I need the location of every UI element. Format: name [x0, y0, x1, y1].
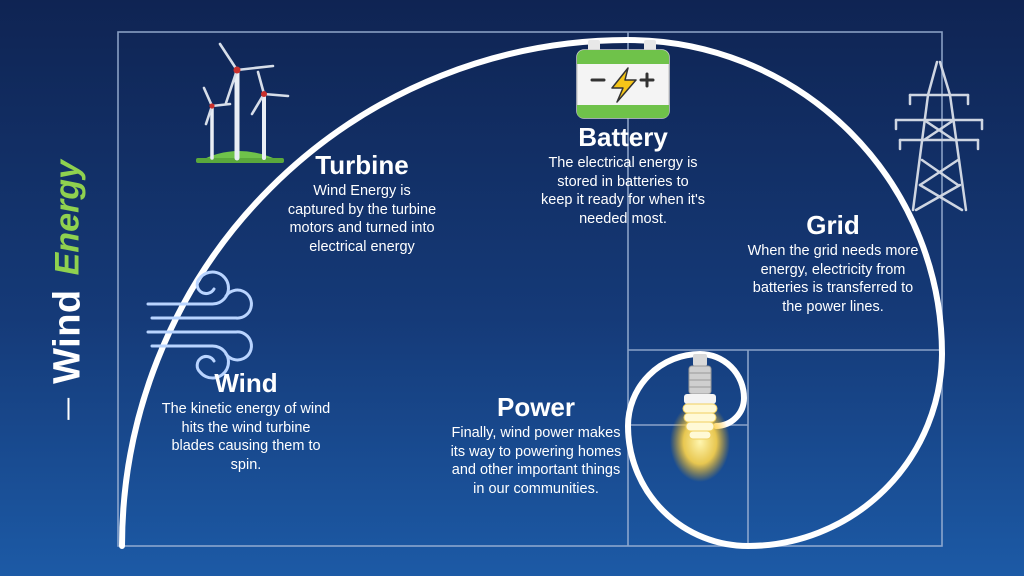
golden-spiral	[119, 36, 946, 550]
turbine-title: Turbine	[315, 150, 409, 180]
battery-section: Battery The electrical energy is stored …	[540, 124, 706, 228]
title-dash	[67, 397, 69, 420]
wind-section: Wind The kinetic energy of wind hits the…	[160, 370, 332, 474]
grid-description: When the grid needs more energy, electri…	[747, 243, 919, 315]
turbine-description: Wind Energy is captured by the turbine m…	[287, 183, 437, 255]
light-bulb-icon	[670, 354, 730, 482]
wind-title: Wind	[214, 368, 278, 398]
battery-description: The electrical energy is stored in batte…	[541, 155, 705, 227]
grid-title: Grid	[806, 210, 860, 240]
transmission-tower-icon	[894, 60, 984, 212]
power-description: Finally, wind power makes its way to pow…	[450, 425, 622, 497]
title-word-wind: Wind	[46, 289, 89, 384]
wind-turbines-icon	[196, 42, 290, 163]
power-section: Power Finally, wind power makes its way …	[446, 394, 626, 498]
turbine-section: Turbine Wind Energy is captured by the t…	[284, 152, 440, 256]
wind-description: The kinetic energy of wind hits the wind…	[161, 401, 331, 473]
title-word-energy: Energy	[48, 160, 87, 276]
wind-gust-icon	[146, 270, 253, 380]
battery-title: Battery	[578, 122, 668, 152]
side-title: Wind Energy	[47, 160, 90, 420]
grid-section: Grid When the grid needs more energy, el…	[744, 212, 922, 316]
power-title: Power	[496, 392, 576, 422]
battery-icon	[576, 40, 670, 119]
